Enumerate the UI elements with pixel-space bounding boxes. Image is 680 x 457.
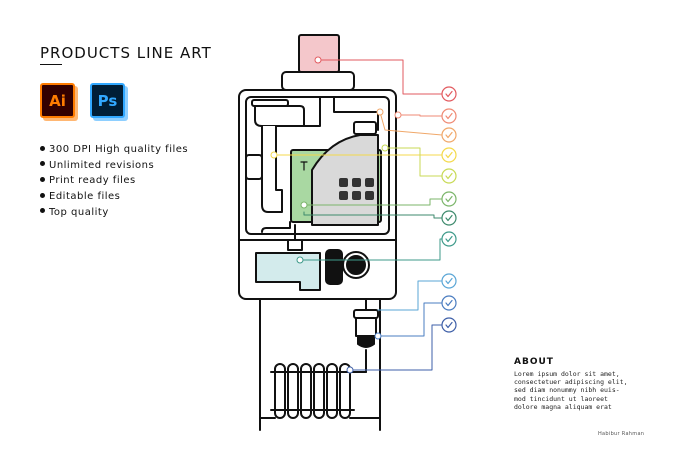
about-line: mod tincidunt ut laoreet xyxy=(514,394,608,403)
check-icon xyxy=(441,317,457,333)
callout-line-5 xyxy=(384,147,443,177)
callout-line-10 xyxy=(377,302,443,337)
feature-item: Top quality xyxy=(40,205,188,221)
flue-pipe xyxy=(298,34,340,73)
pump-body xyxy=(325,249,343,285)
callout-line-11 xyxy=(349,324,443,371)
check-icon xyxy=(441,168,457,184)
pipe-loop xyxy=(254,105,305,127)
bullet-icon xyxy=(40,161,45,167)
callout-line-7 xyxy=(303,211,443,219)
callout-line-8 xyxy=(299,238,443,261)
app-icons: Ai Ps xyxy=(40,83,140,127)
return-pipe xyxy=(261,221,291,233)
callout-lines xyxy=(273,59,443,371)
check-icon xyxy=(441,295,457,311)
heat-exchanger xyxy=(245,154,263,180)
about-line: Lorem ipsum dolor sit amet, xyxy=(514,370,620,378)
bullet-icon xyxy=(40,176,45,182)
check-icon xyxy=(441,231,457,247)
filter-body xyxy=(355,317,377,337)
check-badges xyxy=(441,86,457,333)
filter-top xyxy=(353,309,379,319)
page-title: PRODUCTS LINE ART xyxy=(40,44,212,62)
pump-connector xyxy=(287,239,303,251)
photoshop-icon-label: Ps xyxy=(90,83,125,118)
chamber-cap xyxy=(353,121,377,135)
author-credit: Habibur Rahman xyxy=(598,431,645,437)
feature-list: 300 DPI High quality files Unlimited rev… xyxy=(40,142,188,221)
control-buttons xyxy=(339,178,374,200)
check-icon xyxy=(441,210,457,226)
check-icon xyxy=(441,147,457,163)
about-body: Lorem ipsum dolor sit amet, consectetuer… xyxy=(514,370,654,411)
callout-line-6 xyxy=(303,198,443,206)
bullet-icon xyxy=(40,192,45,198)
feature-item: Editable files xyxy=(40,189,188,205)
about-line: sed diam nonummy nibh euis- xyxy=(514,386,620,395)
callout-line-2 xyxy=(397,114,443,117)
gas-pipe xyxy=(303,96,321,127)
title-underline xyxy=(40,64,62,65)
callout-line-9 xyxy=(377,280,443,311)
about-line: dolore magna aliquam erat xyxy=(514,402,612,411)
feature-item: Print ready files xyxy=(40,173,188,189)
check-icon xyxy=(441,191,457,207)
expansion-tank xyxy=(255,252,321,291)
check-icon xyxy=(441,273,457,289)
pressure-gauge-face xyxy=(346,255,366,275)
illustrator-icon-label: Ai xyxy=(40,83,75,118)
check-icon xyxy=(441,127,457,143)
check-icon xyxy=(441,108,457,124)
about-line: consectetuer adipiscing elit, xyxy=(514,378,628,387)
feature-item: Unlimited revisions xyxy=(40,158,188,174)
bullet-icon xyxy=(40,145,45,151)
top-right-pipe xyxy=(333,96,379,131)
callout-line-1 xyxy=(317,59,443,95)
bullet-icon xyxy=(40,208,45,214)
about-heading: ABOUT xyxy=(514,357,554,367)
photoshop-icon: Ps xyxy=(90,83,128,121)
thermo-icon xyxy=(300,161,308,171)
feature-item: 300 DPI High quality files xyxy=(40,142,188,158)
filter-bottom xyxy=(357,335,375,348)
illustrator-icon: Ai xyxy=(40,83,78,121)
check-icon xyxy=(441,86,457,102)
radiator xyxy=(259,361,381,419)
callout-line-3 xyxy=(379,111,443,136)
flue-collar xyxy=(281,71,355,91)
callout-dots xyxy=(270,56,402,374)
vertical-pipe xyxy=(261,125,283,213)
